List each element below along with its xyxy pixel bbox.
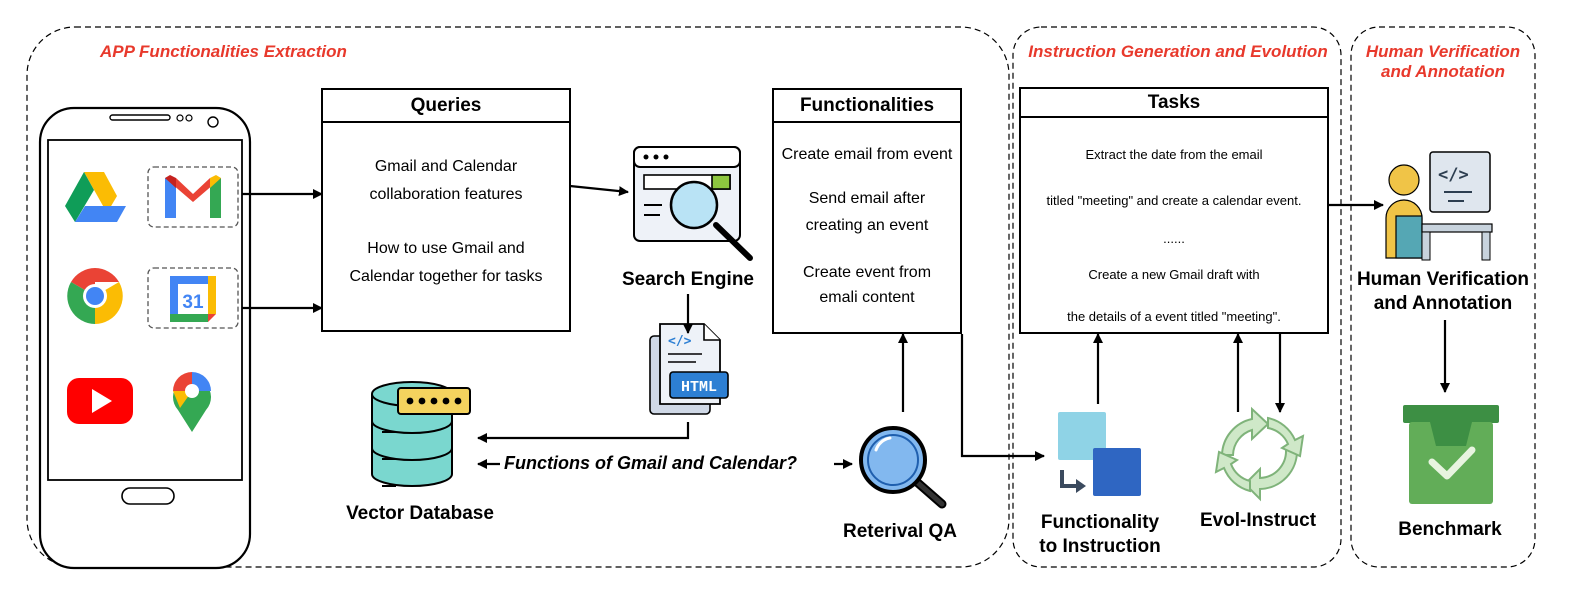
functionality-line: creating an event xyxy=(805,217,929,234)
svg-text:</>: </> xyxy=(668,334,692,349)
functionalities-box: Functionalities Create email from event … xyxy=(772,88,962,334)
gmail-icon xyxy=(165,175,221,218)
functionality-line: Create event from xyxy=(802,264,932,281)
functionality-label-line2: to Instruction xyxy=(1039,536,1161,557)
task-line: Create a new Gmail draft with xyxy=(1088,267,1260,282)
query-line: collaboration features xyxy=(369,186,523,203)
query-line: Gmail and Calendar xyxy=(374,158,518,175)
functionality-line: Send email after xyxy=(808,190,926,207)
arrow-functionalities-to-instruction xyxy=(960,334,1045,461)
chrome-icon xyxy=(67,268,123,324)
functionality-to-instruction-label: Functionality to Instruction xyxy=(1020,511,1180,559)
retrieval-qa-label: Reterival QA xyxy=(842,521,958,542)
youtube-icon xyxy=(67,378,133,424)
functionalities-title: Functionalities xyxy=(774,90,960,123)
vector-database-icon xyxy=(371,381,471,487)
tasks-title: Tasks xyxy=(1021,89,1327,118)
verification-title-line2: and Annotation xyxy=(1380,62,1505,81)
functionality-label-line1: Functionality xyxy=(1040,512,1160,533)
connector-arrows xyxy=(242,184,1450,469)
evol-instruct-label: Evol-Instruct xyxy=(1199,510,1317,531)
benchmark-box-icon xyxy=(1403,405,1499,504)
search-engine-label: Search Engine xyxy=(622,269,754,290)
generation-section-title: Instruction Generation and Evolution xyxy=(1028,42,1328,61)
human-verification-label: Human Verification and Annotation xyxy=(1345,268,1541,316)
query-line: How to use Gmail and xyxy=(367,240,525,257)
human-developer-icon: </> xyxy=(1385,151,1493,261)
functionality-blocks-icon xyxy=(1058,412,1141,496)
verification-section-title: Human Verification and Annotation xyxy=(1351,42,1535,82)
html-document-icon: </> HTML xyxy=(649,323,729,415)
vector-database-label: Vector Database xyxy=(346,503,494,524)
evol-cycle-icon xyxy=(1214,406,1305,502)
extraction-section-title: APP Functionalities Extraction xyxy=(100,42,347,61)
google-drive-icon xyxy=(65,172,126,222)
generation-section-frame xyxy=(1012,26,1342,568)
task-line: ...... xyxy=(1163,231,1185,246)
retrieval-question-label: Functions of Gmail and Calendar? xyxy=(504,453,798,473)
verification-title-line1: Human Verification xyxy=(1365,42,1521,61)
magnifier-icon xyxy=(859,426,947,509)
arrow-html-to-database xyxy=(477,422,690,443)
human-label-line1: Human Verification xyxy=(1356,269,1530,290)
queries-title: Queries xyxy=(323,90,569,123)
html-badge-text: HTML xyxy=(681,379,717,396)
google-calendar-icon: 31 xyxy=(170,276,216,322)
benchmark-label: Benchmark xyxy=(1398,519,1502,540)
google-maps-icon xyxy=(173,372,211,432)
task-line: the details of a event titled "meeting". xyxy=(1067,309,1281,324)
calendar-day-text: 31 xyxy=(182,292,204,313)
functionality-line: Create email from event xyxy=(781,146,953,163)
queries-box: Queries Gmail and Calendar collaboration… xyxy=(321,88,571,332)
verification-section-frame xyxy=(1350,26,1536,568)
task-line: titled "meeting" and create a calendar e… xyxy=(1046,193,1302,208)
tasks-box: Tasks Extract the date from the email ti… xyxy=(1019,87,1329,334)
svg-text:</>: </> xyxy=(1438,165,1469,185)
query-line: Calendar together for tasks xyxy=(349,268,543,285)
functionality-line: emali content xyxy=(819,289,915,306)
arrow-queries-to-search xyxy=(569,184,629,197)
human-label-line2: and Annotation xyxy=(1373,293,1513,314)
extraction-section-frame xyxy=(26,26,1010,568)
search-engine-icon xyxy=(633,146,753,261)
task-line: Extract the date from the email xyxy=(1085,147,1263,162)
